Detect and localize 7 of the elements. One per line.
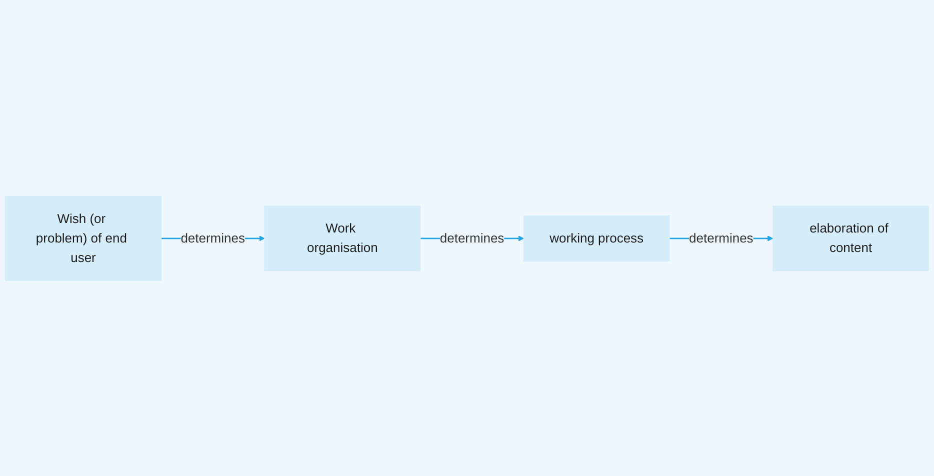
node-box: Wish (or problem) of end user (4, 195, 162, 281)
node-box: Work organisation (264, 205, 421, 271)
node-box: elaboration of content (772, 205, 930, 271)
edge-label: determines (440, 230, 504, 246)
edge-label: determines (180, 230, 245, 246)
node-box: working process (523, 214, 670, 262)
edge-label: determines (689, 230, 754, 246)
